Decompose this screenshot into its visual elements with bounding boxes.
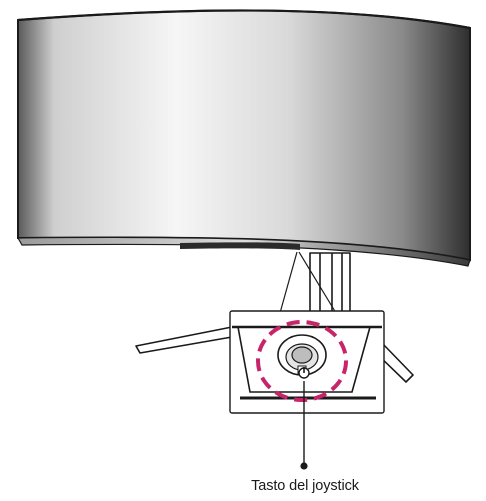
leader-dot xyxy=(300,462,308,470)
screen-top-edge xyxy=(17,9,471,30)
joystick-highlight-ring xyxy=(256,320,348,402)
bottom-bezel-strip xyxy=(180,242,300,250)
power-icon xyxy=(298,367,310,379)
callout-box xyxy=(229,310,385,414)
monitor-screen xyxy=(16,9,471,267)
label-leader xyxy=(300,381,308,470)
callout-pointer xyxy=(279,251,337,314)
screen-panel xyxy=(17,9,471,262)
stand-leg-left xyxy=(135,326,233,354)
joystick-button-label: Tasto del joystick xyxy=(251,478,359,494)
stand-neck xyxy=(309,252,351,316)
